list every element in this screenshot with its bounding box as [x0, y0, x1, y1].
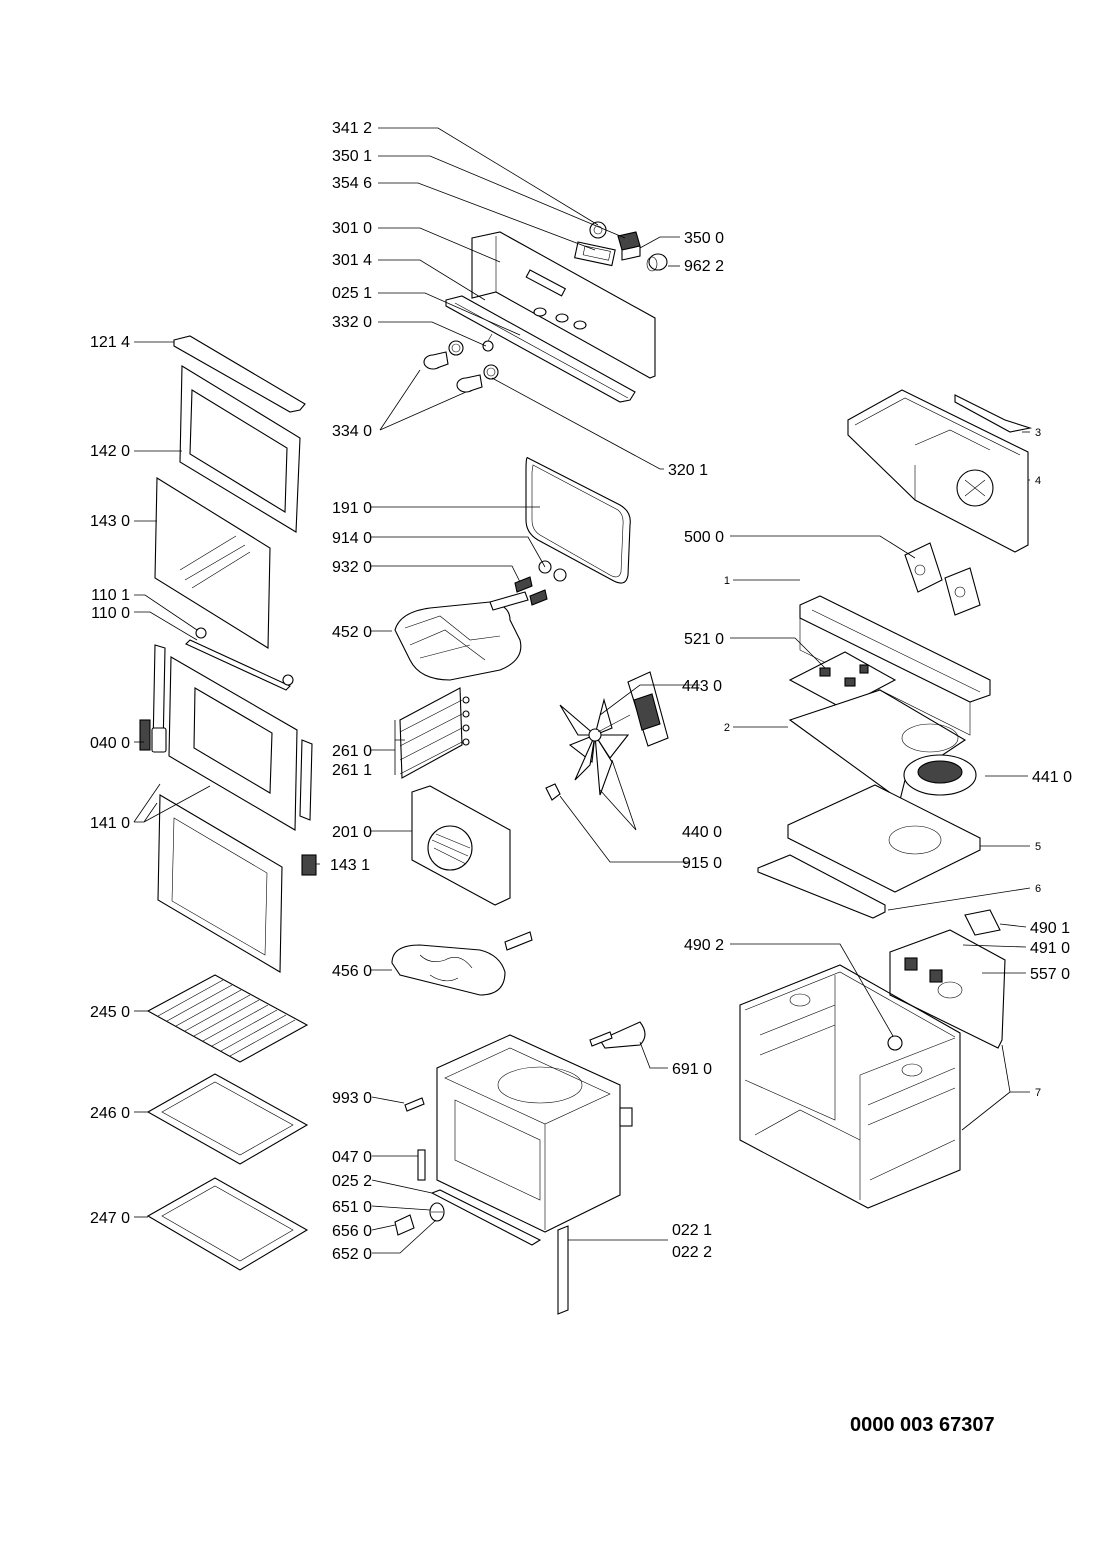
- label-022-2: 022 2: [672, 1244, 712, 1261]
- document-number: 0000 003 67307: [850, 1414, 995, 1436]
- label-441-0: 441 0: [1032, 769, 1072, 786]
- racks-trays-group: [146, 974, 309, 1271]
- label-301-4: 301 4: [332, 252, 372, 269]
- label-521-0: 521 0: [684, 631, 724, 648]
- label-691-0: 691 0: [672, 1061, 712, 1078]
- label-500-0: 500 0: [684, 529, 724, 546]
- leader-lines: [133, 127, 1031, 1254]
- label-341-2: 341 2: [332, 120, 372, 137]
- label-354-6: 354 6: [332, 175, 372, 192]
- label-456-0: 456 0: [332, 963, 372, 980]
- label-490-1: 490 1: [1030, 920, 1070, 937]
- label-247-0: 247 0: [90, 1210, 130, 1227]
- label-110-0: 110 0: [91, 605, 130, 622]
- label-962-2: 962 2: [684, 258, 724, 275]
- label-6: 6: [1035, 883, 1041, 895]
- label-652-0: 652 0: [332, 1246, 372, 1263]
- label-301-0: 301 0: [332, 220, 372, 237]
- label-040-0: 040 0: [90, 735, 130, 752]
- label-932-0: 932 0: [332, 559, 372, 576]
- label-143-1: 143 1: [330, 857, 370, 874]
- label-191-0: 191 0: [332, 500, 372, 517]
- label-320-1: 320 1: [668, 462, 708, 479]
- label-914-0: 914 0: [332, 530, 372, 547]
- label-025-2: 025 2: [332, 1173, 372, 1190]
- label-332-0: 332 0: [332, 314, 372, 331]
- label-651-0: 651 0: [332, 1199, 372, 1216]
- label-443-0: 443 0: [682, 678, 722, 695]
- fan-assembly-group: [545, 671, 669, 801]
- housing-electronics-group: [739, 389, 1033, 1209]
- door-group: [139, 335, 317, 973]
- label-452-0: 452 0: [332, 624, 372, 641]
- label-656-0: 656 0: [332, 1223, 372, 1240]
- label-245-0: 245 0: [90, 1004, 130, 1021]
- label-440-0: 440 0: [682, 824, 722, 841]
- label-5: 5: [1035, 841, 1041, 853]
- control-panel-group: [423, 221, 668, 403]
- label-557-0: 557 0: [1030, 966, 1070, 983]
- label-915-0: 915 0: [682, 855, 722, 872]
- label-491-0: 491 0: [1030, 940, 1070, 957]
- label-141-0: 141 0: [90, 815, 130, 832]
- label-261-0: 261 0: [332, 743, 372, 760]
- label-350-1: 350 1: [332, 148, 372, 165]
- label-490-2: 490 2: [684, 937, 724, 954]
- part-labels: 341 2 350 1 354 6 301 0 301 4 025 1 332 …: [90, 120, 1072, 1263]
- label-142-0: 142 0: [90, 443, 130, 460]
- label-7: 7: [1035, 1087, 1041, 1099]
- label-3: 3: [1035, 427, 1041, 439]
- label-334-0: 334 0: [332, 423, 372, 440]
- label-025-1: 025 1: [332, 285, 372, 302]
- label-201-0: 201 0: [332, 824, 372, 841]
- label-4: 4: [1035, 475, 1041, 487]
- cavity-internals-group: [391, 456, 646, 1315]
- label-022-1: 022 1: [672, 1222, 712, 1239]
- label-350-0: 350 0: [684, 230, 724, 247]
- label-246-0: 246 0: [90, 1105, 130, 1122]
- label-1: 1: [724, 575, 730, 587]
- label-110-1: 110 1: [91, 587, 130, 604]
- label-047-0: 047 0: [332, 1149, 372, 1166]
- label-143-0: 143 0: [90, 513, 130, 530]
- label-2: 2: [724, 722, 730, 734]
- label-121-4: 121 4: [90, 334, 130, 351]
- label-993-0: 993 0: [332, 1090, 372, 1107]
- label-261-1: 261 1: [332, 762, 372, 779]
